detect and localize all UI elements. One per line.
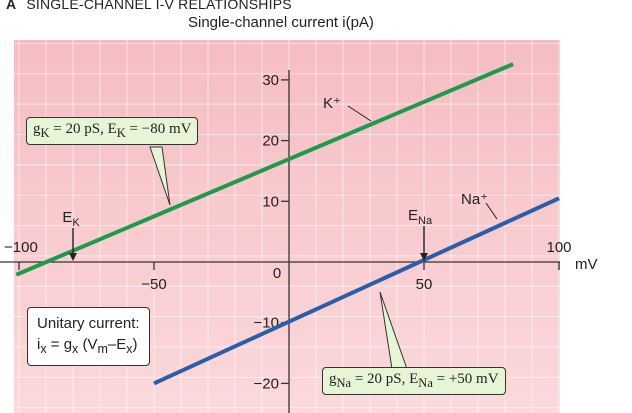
unitary-current-title: Unitary current: xyxy=(37,315,140,332)
ena-arrow-head xyxy=(420,253,428,261)
panel-title: A SINGLE-CHANNEL I-V RELATIONSHIPS xyxy=(6,0,292,12)
panel-title-text: SINGLE-CHANNEL I-V RELATIONSHIPS xyxy=(26,0,292,12)
annotations: K⁺ Na⁺ EK ENa xyxy=(62,95,498,370)
ena-label: ENa xyxy=(408,207,433,227)
x-tick-label: −50 xyxy=(141,276,166,293)
y-tick-label: 10 xyxy=(262,193,279,210)
x-axis-unit: mV xyxy=(575,256,598,273)
series xyxy=(15,62,560,386)
na-conductance-callout: gNa = 20 pS, ENa = +50 mV xyxy=(322,367,506,395)
k-conductance-callout: gK = 20 pS, EK = −80 mV xyxy=(26,117,199,145)
y-tick-label: 20 xyxy=(262,133,279,150)
panel-letter: A xyxy=(6,0,17,12)
x-tick-label: −100 xyxy=(4,239,38,256)
unitary-current-equation: ix = gx (Vm–Ex) xyxy=(37,336,138,356)
k-callout-pointer xyxy=(149,146,171,206)
y-axis-title: Single-channel current i(pA) xyxy=(188,14,374,31)
na-current-line xyxy=(153,196,560,386)
y-tick-label: 30 xyxy=(262,72,279,89)
k-series-label-leader xyxy=(347,105,372,122)
k-current-line xyxy=(15,62,514,277)
x-tick-label: 0 xyxy=(273,265,281,282)
ek-label: EK xyxy=(62,209,80,229)
x-tick-label: 100 xyxy=(546,239,571,256)
ek-arrow-head xyxy=(69,253,77,261)
na-series-label-leader xyxy=(485,202,498,220)
k-series-label: K⁺ xyxy=(323,95,341,112)
na-series-label: Na⁺ xyxy=(461,191,488,208)
x-tick-label: 50 xyxy=(416,276,433,293)
y-tick-label: −20 xyxy=(254,375,279,392)
unitary-current-box: Unitary current: ix = gx (Vm–Ex) xyxy=(27,307,150,366)
